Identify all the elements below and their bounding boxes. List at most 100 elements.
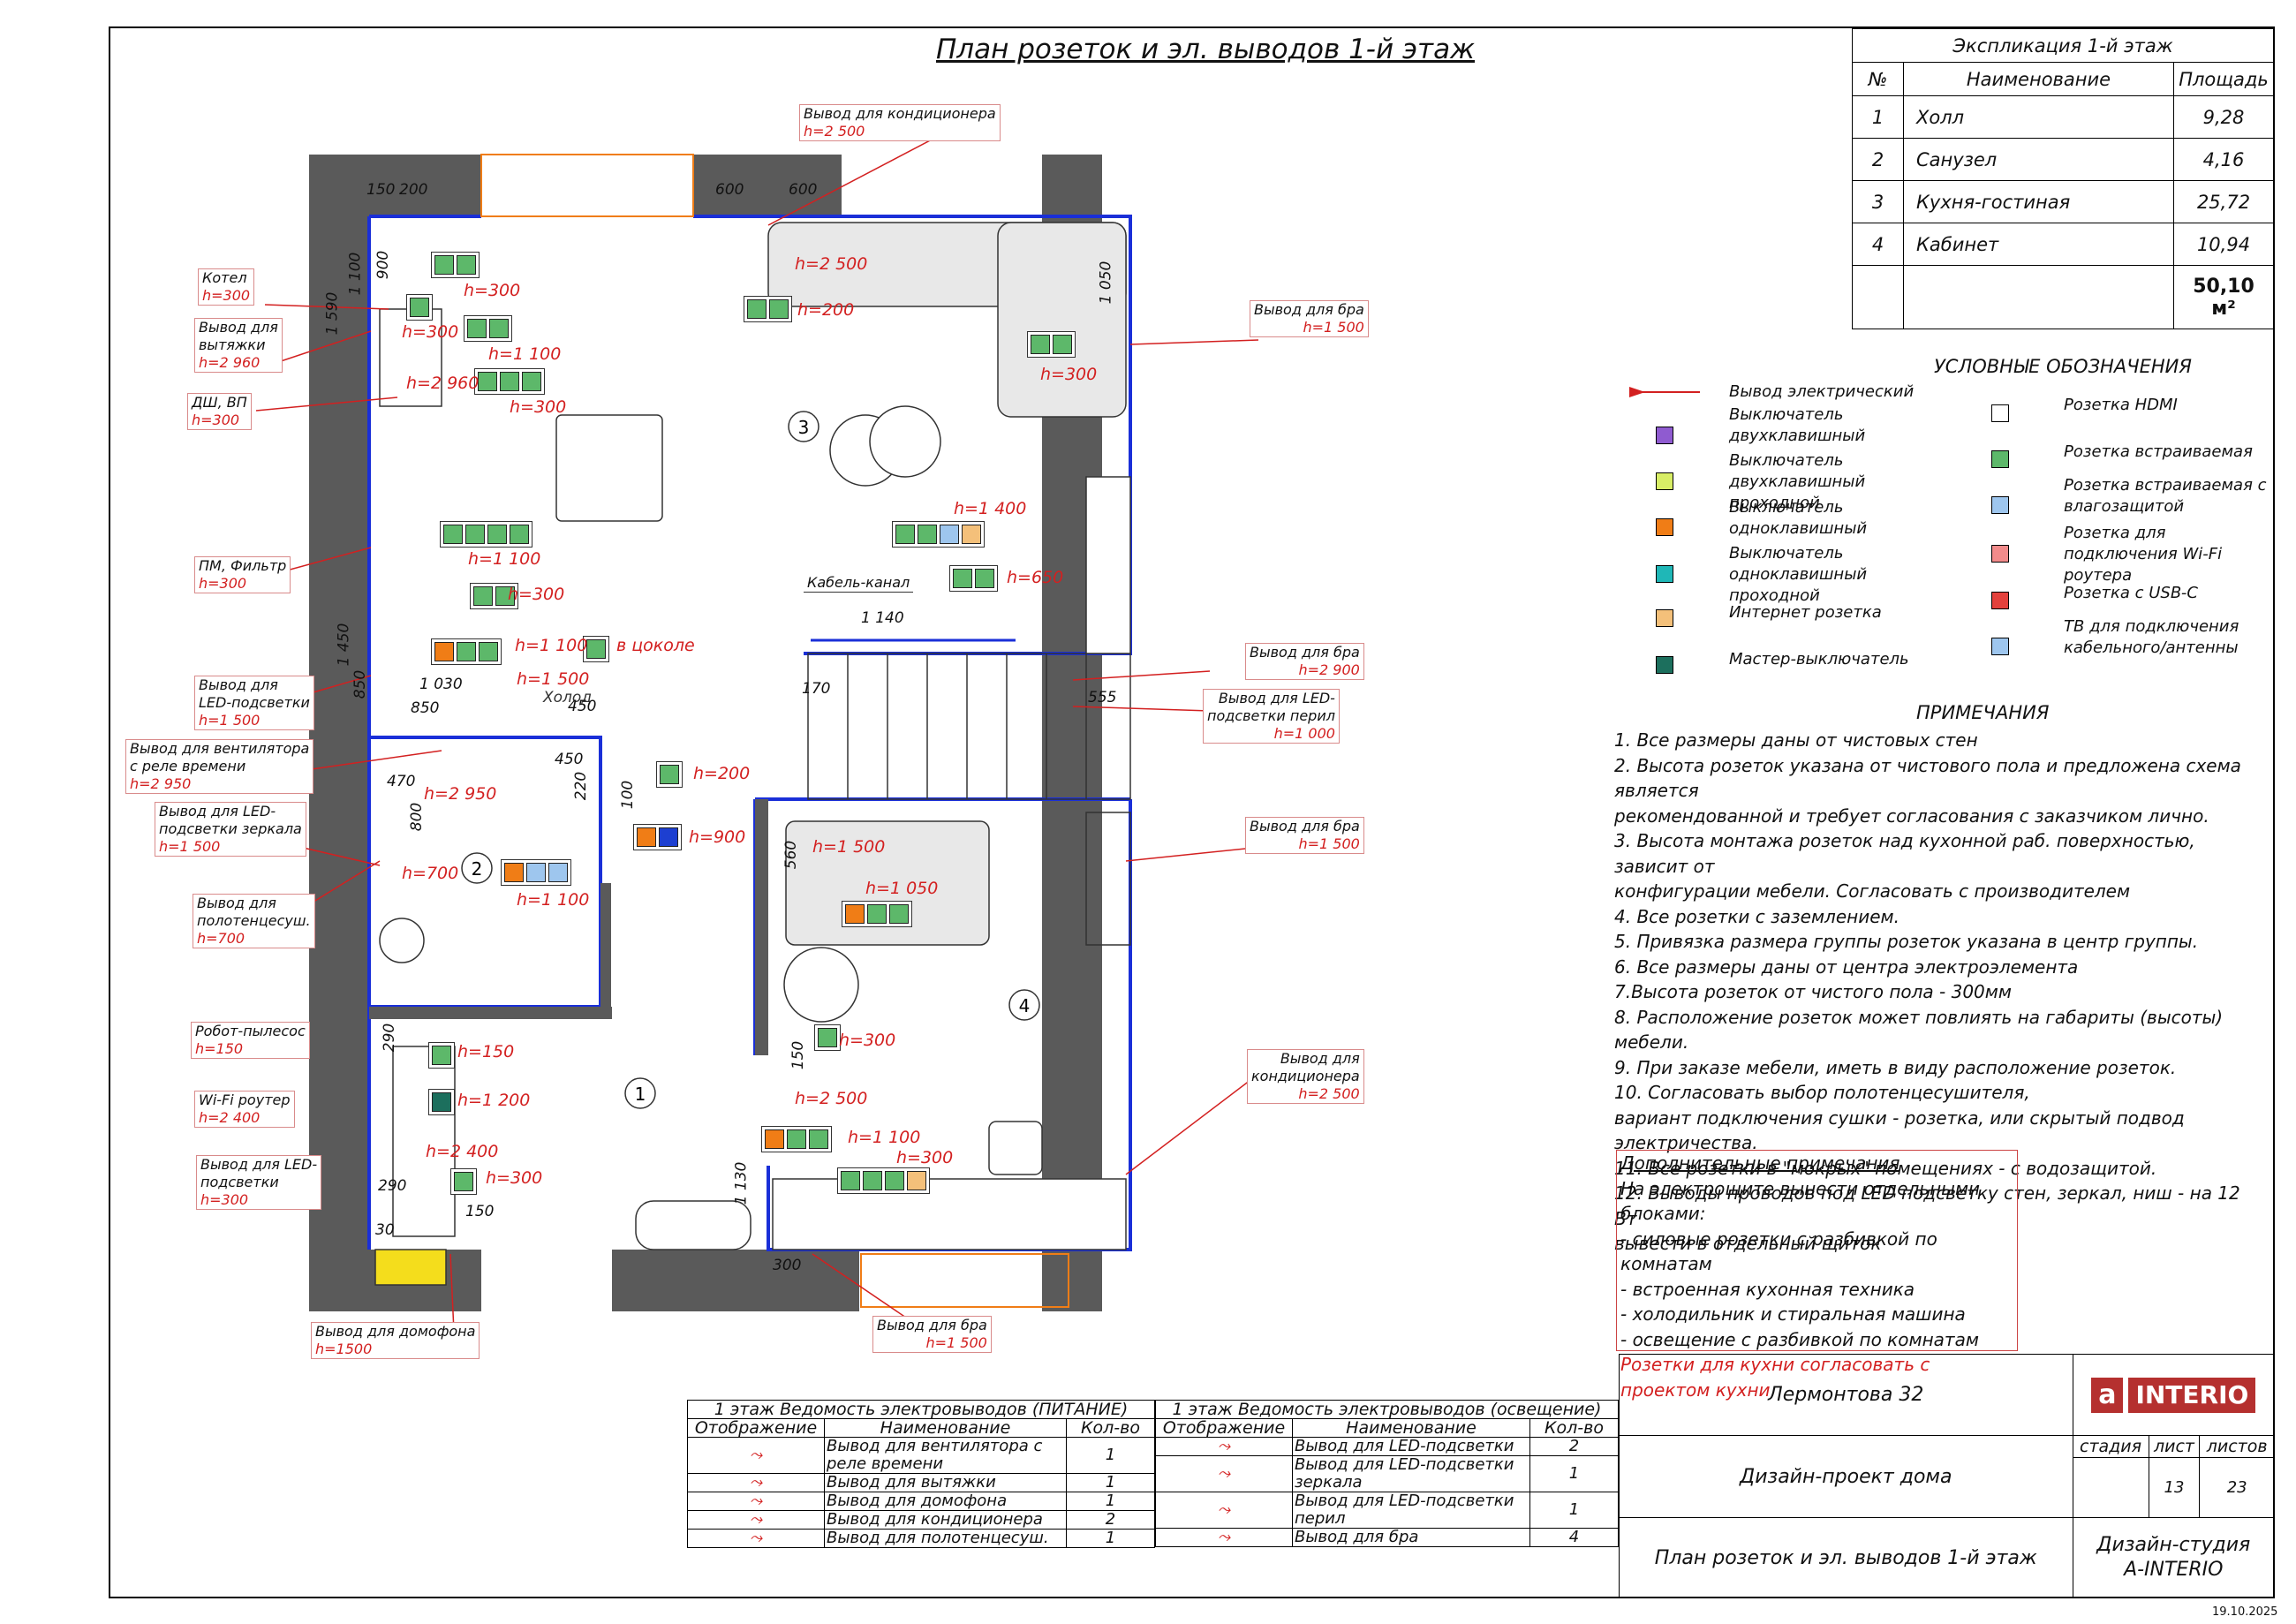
- legend-item: Розетка встраиваемая с влагозащитой: [2064, 476, 2267, 516]
- socket-group: [440, 521, 532, 548]
- socket-group: [474, 368, 545, 395]
- dimension: 800: [408, 802, 427, 832]
- socket-group: [470, 583, 518, 609]
- socket-group: [464, 315, 512, 342]
- room-number: 3: [798, 417, 810, 438]
- dimension: 170: [802, 680, 831, 698]
- print-date: 19.10.2025: [2212, 1605, 2278, 1619]
- dimension: 1 130: [732, 1161, 751, 1205]
- socket-group: [431, 252, 480, 278]
- dimension: 150: [366, 181, 396, 199]
- wifi-socket-icon: [1991, 545, 2009, 563]
- floor-plan: 3 2 4 1 Холод: [255, 127, 1259, 1342]
- socket-group: [406, 294, 433, 321]
- master-switch-icon: [1656, 656, 1673, 674]
- brand-logo: a INTERIO: [2091, 1377, 2256, 1413]
- fridge-label: Холод: [542, 689, 592, 706]
- height-note: h=1 100: [515, 636, 588, 655]
- dimension: 290: [381, 1023, 399, 1053]
- height-note: h=700: [402, 864, 459, 883]
- height-note: h=300: [486, 1168, 543, 1188]
- additional-notes: Дополнительные примечания На электрощите…: [1616, 1150, 2018, 1401]
- legend-item: Розетка HDMI: [2064, 396, 2178, 414]
- height-note: h=2 500: [795, 1089, 868, 1108]
- socket-group: [428, 1042, 455, 1069]
- height-note: h=300: [896, 1148, 954, 1167]
- socket-builtin-icon: [1991, 450, 2009, 468]
- height-note: h=300: [510, 397, 567, 417]
- legend-item: Выключатель двухклавишный проходной: [1729, 451, 1866, 512]
- windows: [480, 154, 1069, 1308]
- dimension: 290: [378, 1177, 407, 1195]
- socket-group: [1027, 331, 1076, 358]
- total-area: 50,10 м²: [2173, 265, 2274, 329]
- switch-double-icon: [1656, 427, 1673, 444]
- dimension: 555: [1088, 689, 1117, 706]
- explication-caption: Экспликация 1-й этаж: [1852, 28, 2274, 63]
- legend-item: Выключатель одноклавишный проходной: [1729, 544, 1868, 605]
- dimension: 1 140: [861, 609, 904, 627]
- dimension: 600: [789, 181, 818, 199]
- col-header: Площадь: [2173, 62, 2274, 96]
- dimension: 200: [399, 181, 428, 199]
- dimension: 470: [387, 773, 416, 790]
- legend-item: ТВ для подключения кабельного/антенны: [2064, 617, 2239, 657]
- legend-title: УСЛОВНЫЕ ОБОЗНАЧЕНИЯ: [1934, 356, 2192, 377]
- height-note: h=1 100: [468, 549, 541, 569]
- socket-group: [428, 1089, 455, 1115]
- legend-item: Розетка встраиваемая: [2064, 442, 2253, 461]
- drawing-frame: [109, 26, 2275, 1598]
- dimension: 150: [465, 1203, 495, 1220]
- dimension: 560: [782, 840, 801, 870]
- dimension: 600: [715, 181, 744, 199]
- explication-table: Экспликация 1-й этаж № Наименование Площ…: [1852, 28, 2274, 329]
- dimension: 1 100: [346, 252, 365, 296]
- dimension: 220: [572, 771, 591, 801]
- dimension: 850: [411, 699, 440, 717]
- title-block: Лермонтова 32 a INTERIO Дизайн-проект до…: [1619, 1354, 2276, 1598]
- dimension: 1 030: [419, 676, 463, 693]
- height-note: h=1 500: [517, 669, 590, 689]
- height-note: h=300: [508, 585, 565, 604]
- dimension: 100: [619, 780, 638, 810]
- power-outlets-table: 1 этаж Ведомость электровыводов (ПИТАНИЕ…: [687, 1400, 1155, 1548]
- socket-group: [842, 901, 912, 927]
- height-note: h=200: [693, 764, 751, 783]
- height-note: h=1 050: [865, 879, 939, 898]
- dimension: 1 050: [1097, 261, 1115, 305]
- dimension: 450: [555, 751, 584, 768]
- height-note: h=1 200: [457, 1091, 531, 1110]
- height-note: h=1 100: [848, 1128, 921, 1147]
- height-note: h=200: [797, 300, 855, 320]
- outlet-symbol-icon: [1629, 387, 1700, 397]
- dimension: 850: [351, 669, 370, 699]
- address: Лермонтова 32: [1619, 1354, 2073, 1436]
- socket-group: [892, 521, 985, 548]
- room-number: 1: [635, 1084, 646, 1105]
- room-number: 2: [472, 858, 483, 880]
- legend-item: Мастер-выключатель: [1729, 650, 1909, 668]
- lighting-outlets-table: 1 этаж Ведомость электровыводов (освещен…: [1155, 1400, 1619, 1547]
